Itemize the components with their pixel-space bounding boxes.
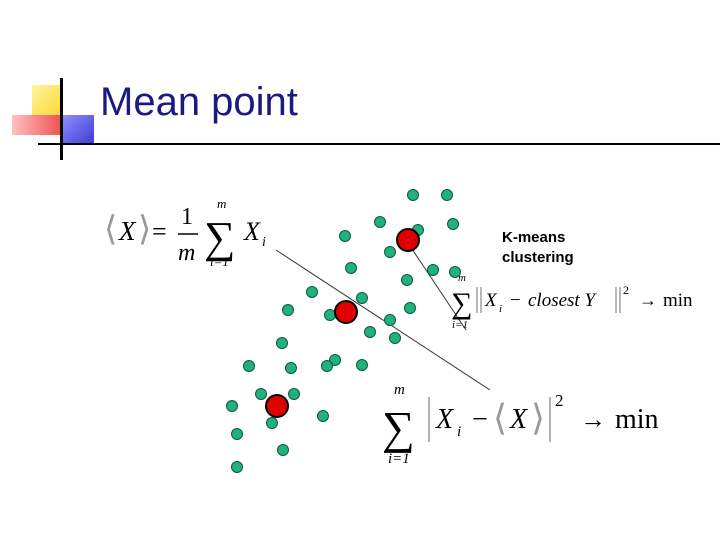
- objective-arrow: →: [580, 405, 606, 434]
- langle: ⟨: [104, 211, 117, 248]
- mean-formula: ⟨ X ⟩ = 1 m m ∑ i=1 X i: [104, 196, 266, 269]
- data-point: [401, 274, 413, 286]
- data-point: [317, 410, 329, 422]
- kmeans-power: 2: [623, 283, 629, 297]
- mean-denominator: m: [178, 240, 195, 266]
- mean-sum-bottom: i=1: [210, 254, 229, 269]
- data-point: [447, 218, 459, 230]
- data-point: [282, 304, 294, 316]
- data-point: [407, 189, 419, 201]
- data-point: [427, 264, 439, 276]
- kmeans-term: X: [484, 290, 498, 311]
- data-point: [231, 428, 243, 440]
- cluster-center: [334, 300, 358, 324]
- kmeans-sum-top: m: [458, 272, 466, 284]
- data-point: [364, 326, 376, 338]
- data-point: [384, 246, 396, 258]
- data-point: [276, 337, 288, 349]
- data-point: [226, 400, 238, 412]
- data-point: [255, 388, 267, 400]
- data-point: [231, 461, 243, 473]
- data-point: [384, 314, 396, 326]
- data-point: [321, 360, 333, 372]
- objective-minus: −: [472, 404, 488, 435]
- data-point: [266, 417, 278, 429]
- kmeans-label-line-2: clustering: [502, 249, 574, 266]
- mean-numerator: 1: [181, 204, 193, 230]
- objective-sum-top: m: [394, 382, 405, 398]
- logo-square-red: [12, 115, 62, 135]
- objective-term: X: [435, 404, 454, 435]
- data-point: [329, 354, 341, 366]
- title-underline: [38, 143, 720, 145]
- data-point: [306, 286, 318, 298]
- data-point: [356, 359, 368, 371]
- cluster-centers: [265, 228, 420, 418]
- kmeans-arrow: →: [639, 290, 657, 310]
- data-point: [243, 360, 255, 372]
- mean-sigma: ∑: [204, 213, 235, 262]
- data-point: [345, 262, 357, 274]
- data-point: [374, 216, 386, 228]
- data-points: [226, 189, 461, 473]
- connector-to-kmeans: [407, 242, 467, 331]
- kmeans-minus: −: [510, 290, 521, 311]
- kmeans-formula: m ∑ i=1 X i − closest Y 2 → min: [451, 272, 693, 331]
- kmeans-sum-bottom: i=1: [452, 319, 468, 331]
- rangle-2: ⟩: [531, 398, 545, 438]
- kmeans-label-line-1: K-means: [502, 229, 566, 246]
- cluster-center: [265, 394, 289, 418]
- mean-objective-formula: m ∑ i=1 X i − ⟨ X ⟩ 2 → min: [382, 382, 659, 467]
- data-point: [356, 292, 368, 304]
- data-point: [389, 332, 401, 344]
- kmeans-result: min: [663, 290, 693, 311]
- data-point: [277, 444, 289, 456]
- mean-term: X: [243, 217, 261, 246]
- rangle: ⟩: [138, 211, 151, 248]
- data-point: [449, 266, 461, 278]
- mean-term-subscript: i: [262, 235, 266, 250]
- kmeans-sigma: ∑: [451, 287, 472, 320]
- langle-2: ⟨: [493, 398, 507, 438]
- kmeans-target: closest Y: [528, 290, 597, 311]
- title-vertical-line: [60, 78, 63, 160]
- objective-term-subscript: i: [457, 424, 461, 440]
- cluster-center: [396, 228, 420, 252]
- kmeans-term-subscript: i: [499, 303, 502, 315]
- data-point: [324, 309, 336, 321]
- data-point: [404, 302, 416, 314]
- objective-sum-bottom: i=1: [388, 451, 410, 467]
- kmeans-label: K-means clustering: [502, 228, 612, 268]
- connector-to-mean-objective: [275, 249, 491, 391]
- objective-result: min: [615, 404, 659, 435]
- logo-square-blue: [62, 115, 94, 145]
- data-point: [288, 388, 300, 400]
- data-point: [339, 230, 351, 242]
- objective-target: X: [509, 404, 528, 435]
- objective-power: 2: [555, 391, 564, 410]
- data-point: [285, 362, 297, 374]
- mean-sum-top: m: [217, 196, 226, 211]
- objective-sigma: ∑: [382, 402, 415, 453]
- mean-lhs: X: [118, 216, 137, 246]
- mean-equals: =: [152, 217, 167, 246]
- logo-square-yellow: [32, 85, 62, 115]
- slide-title: Mean point: [100, 80, 298, 124]
- data-point: [441, 189, 453, 201]
